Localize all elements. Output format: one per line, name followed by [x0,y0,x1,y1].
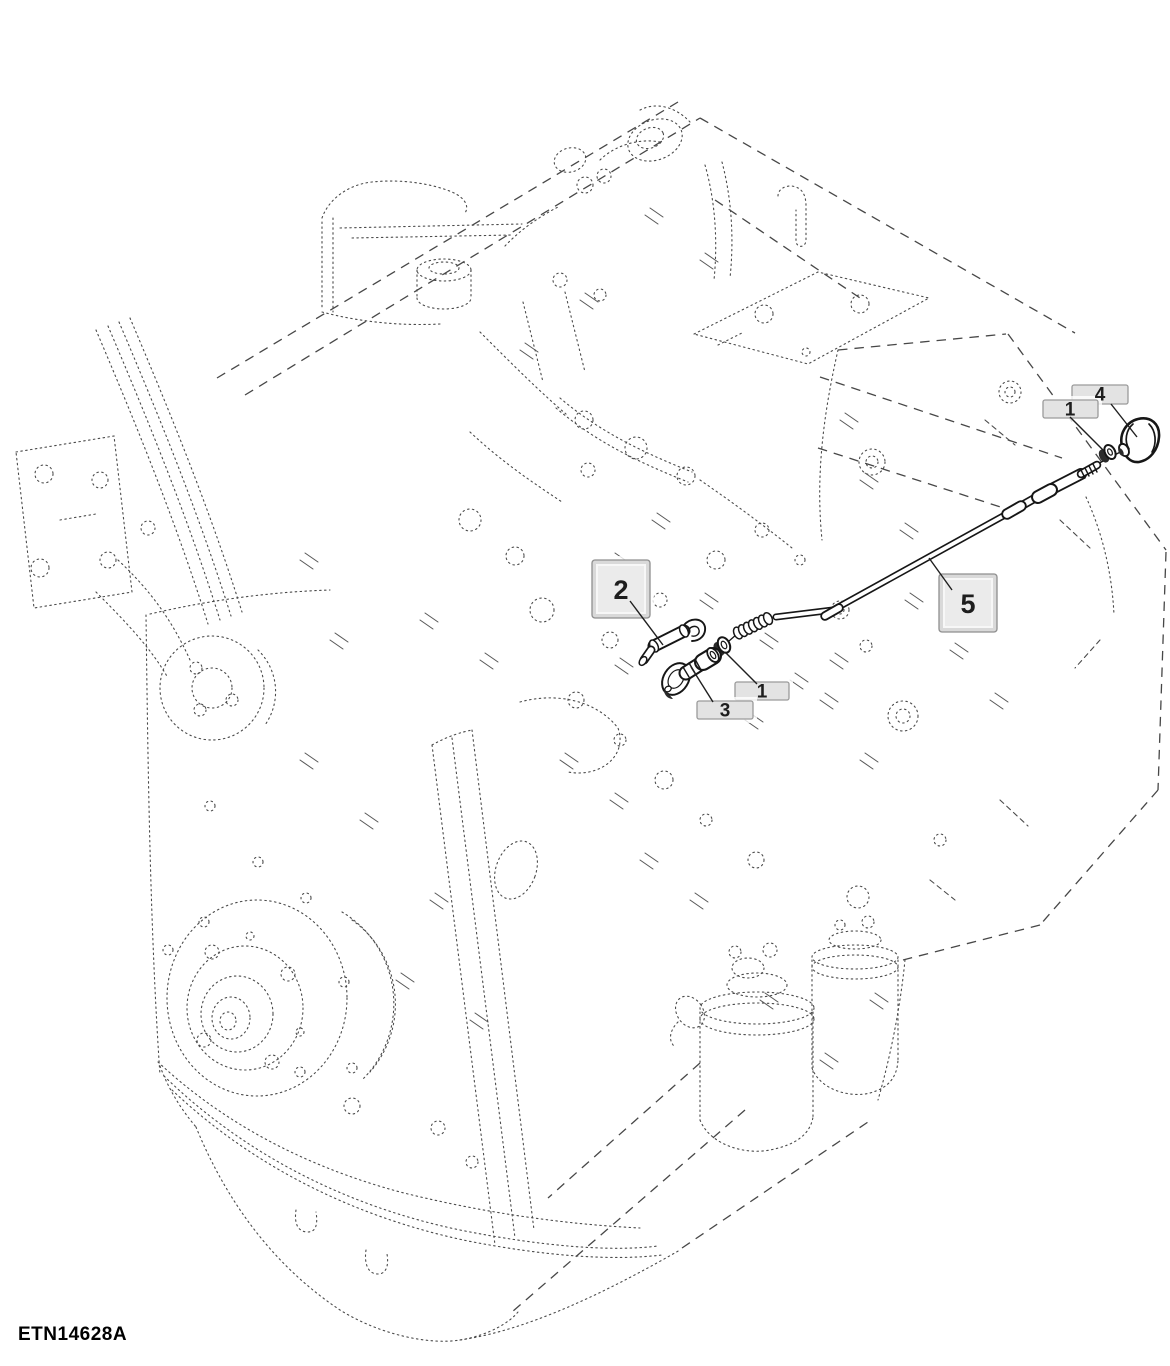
leader-line-5 [928,557,953,591]
lower-guide-tube [661,647,722,699]
callout-label-2: 2 [613,575,628,605]
callout-5[interactable] [935,570,1001,636]
callout-box-bevel [943,578,993,628]
rocker-cluster [522,105,807,383]
callout-label-3: 3 [720,701,731,722]
injection-pump [431,331,873,1246]
leader-line-4 [1110,403,1138,438]
lifting-bracket [321,180,561,326]
fan-belt [95,317,277,741]
flywheel-housing [819,333,1167,1101]
callout-boxes [588,381,1132,723]
engine-phantom [15,101,1167,1342]
oil-pan [157,1061,869,1342]
leader-lines [629,403,1138,703]
figure-id-label: ETN14628A [18,1324,128,1345]
dipstick-assembly [638,417,1161,699]
leader-line-1-upper [1069,416,1104,451]
dipstick-tube [732,460,1102,640]
dipstick-handle [1118,417,1161,464]
engine-mount-bracket [15,435,191,679]
oil-filler-cap [416,258,472,310]
leader-line-3 [690,666,714,703]
callout-label-4: 4 [1095,385,1106,406]
hatch-marks [299,207,1009,1070]
timing-cover [145,589,479,1169]
oil-filters [669,915,899,1152]
callout-label-1-upper: 1 [1065,400,1076,421]
callout-box[interactable] [696,700,754,720]
dipstick-ferrule [1098,443,1117,463]
callout-labels: 4 1 2 5 1 3 [613,385,1105,722]
crankshaft-pulley [166,899,396,1097]
callout-box[interactable] [734,681,790,701]
callout-box-bevel [596,564,646,614]
leader-line-1-lower [724,651,758,685]
tube-coil-section [732,611,774,640]
exhaust-manifold [692,271,931,365]
callout-3[interactable] [693,697,757,723]
callout-2[interactable] [588,556,654,622]
leader-line-2 [629,600,664,646]
block-edge-lines [216,101,1076,513]
callout-label-5: 5 [960,589,975,619]
tube-clamp [638,618,707,667]
callout-label-1-lower: 1 [757,682,768,703]
